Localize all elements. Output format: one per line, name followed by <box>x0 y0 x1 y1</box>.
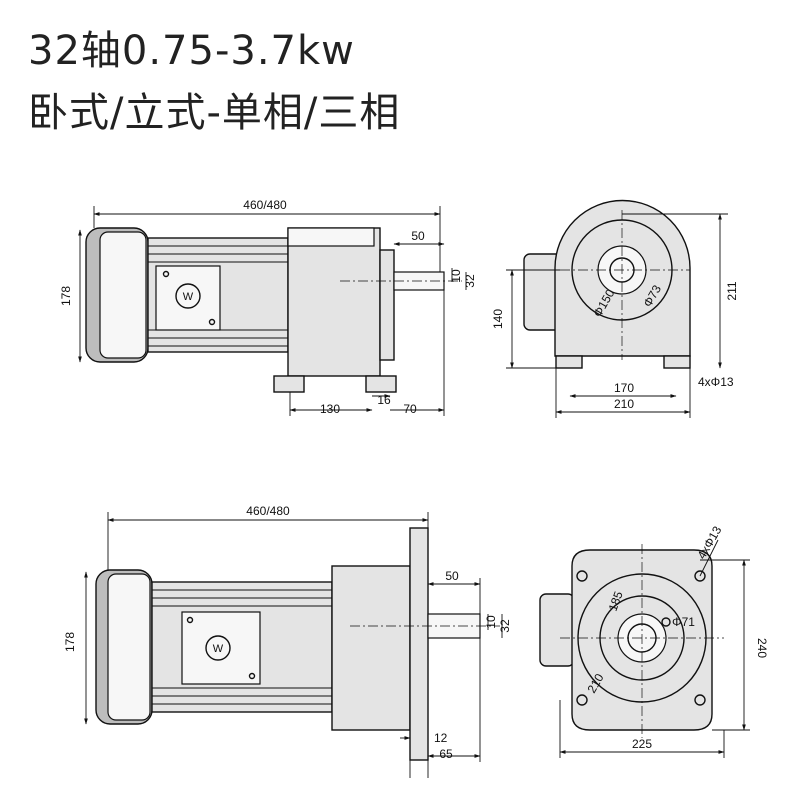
title-line-1: 32轴0.75-3.7kw <box>28 28 355 74</box>
dim-holes: 4xΦ13 <box>694 523 724 561</box>
mounting-flange <box>409 527 429 761</box>
dim-total-length: 460/480 <box>243 198 287 212</box>
dim-shaft-dia: 32 <box>498 619 512 633</box>
mounting-hole <box>694 694 706 706</box>
dim-hole-span: 170 <box>614 381 634 395</box>
dim-total-length: 460/480 <box>246 504 290 518</box>
vertical-side-view: W 460/480 178 50 10 32 12 65 <box>63 504 512 778</box>
dim-shaft-length: 50 <box>445 569 459 583</box>
fan-cover-rim <box>99 231 147 359</box>
dim-height: 240 <box>755 638 769 658</box>
gearbox-housing <box>287 227 381 377</box>
rear-foot <box>365 375 397 393</box>
motor-fins <box>152 589 332 705</box>
dim-flange-thickness: 12 <box>434 731 448 745</box>
dim-width: 225 <box>632 737 652 751</box>
fan-cover-rim <box>107 573 151 721</box>
dim-base-length: 130 <box>320 402 340 416</box>
dim-dia-71: Φ71 <box>672 615 695 629</box>
mounting-hole <box>694 570 706 582</box>
front-foot <box>273 375 305 393</box>
dim-pcd-185: 185 <box>606 589 626 613</box>
horizontal-end-view: Φ150 Φ73 211 140 170 210 4xΦ13 <box>491 199 739 418</box>
dim-key-width: 10 <box>484 615 498 629</box>
dim-shaft-offset: 70 <box>403 402 417 416</box>
gearbox-housing <box>331 565 411 731</box>
nameplate-label: W <box>213 643 224 655</box>
dim-height: 178 <box>59 286 73 306</box>
mounting-hole <box>576 570 588 582</box>
nameplate <box>181 611 261 685</box>
dim-shaft-offset: 65 <box>439 747 453 761</box>
dim-height: 178 <box>63 632 77 652</box>
dim-shaft-dia: 32 <box>463 274 477 288</box>
vertical-end-view: 185 Φ71 210 4xΦ13 240 225 <box>539 523 769 758</box>
nameplate-w-circle <box>175 283 201 309</box>
gearbox-top <box>287 227 375 247</box>
nameplate-w-circle <box>205 635 231 661</box>
dim-key-width: 10 <box>449 269 463 283</box>
horizontal-side-view: W 460/480 178 50 10 32 130 16 70 <box>59 198 477 416</box>
mounting-hole <box>576 694 588 706</box>
title-line-2: 卧式/立式-单相/三相 <box>28 90 401 136</box>
gearbox-face <box>379 249 395 361</box>
end-foot-left <box>555 355 583 369</box>
dim-height-total: 211 <box>725 281 739 300</box>
terminal-box <box>539 593 575 667</box>
dim-base-width: 210 <box>614 397 634 411</box>
dim-holes: 4xΦ13 <box>698 375 734 389</box>
nameplate-label: W <box>183 291 194 303</box>
end-foot-right <box>663 355 691 369</box>
dim-shaft-height: 140 <box>491 309 505 329</box>
dim-foot-offset: 16 <box>377 393 391 407</box>
dim-shaft-length: 50 <box>411 229 425 243</box>
